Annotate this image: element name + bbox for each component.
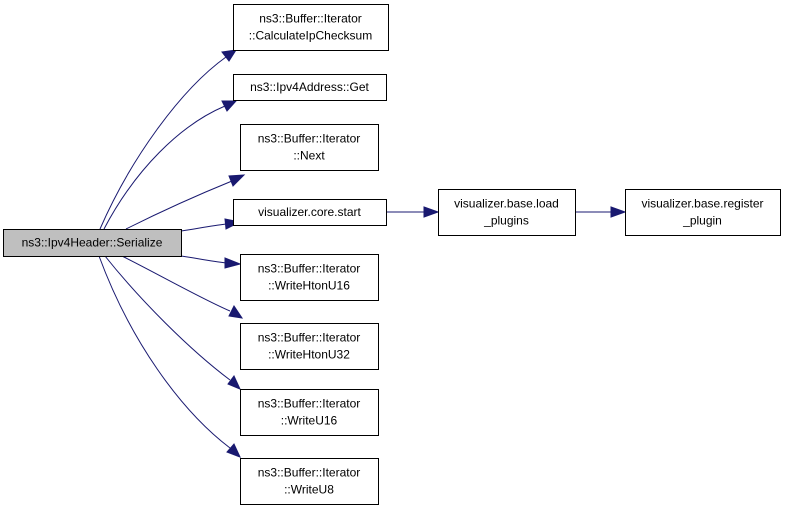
- node-label: _plugins: [483, 214, 529, 228]
- node-box[interactable]: [3, 229, 182, 257]
- node-label: ns3::Buffer::Iterator: [259, 12, 362, 26]
- node-label: visualizer.base.load: [454, 197, 559, 211]
- edge-line: [99, 56, 227, 230]
- node-label: visualizer.core.start: [258, 205, 361, 219]
- arrowhead-icon: [226, 443, 241, 458]
- arrowhead-icon: [610, 206, 627, 218]
- node-label: visualizer.base.register: [641, 197, 763, 211]
- edge-serialize-to-calc-checksum: [99, 49, 238, 230]
- node-label: ns3::Buffer::Iterator: [258, 262, 361, 276]
- node-core-start[interactable]: visualizer.core.start: [233, 199, 387, 226]
- arrowhead-icon: [228, 305, 244, 319]
- node-addr-get[interactable]: ns3::Ipv4Address::Get: [233, 74, 387, 101]
- edge-line: [121, 255, 231, 312]
- edge-serialize-to-addr-get: [103, 100, 238, 230]
- edge-serialize-to-next: [125, 174, 246, 230]
- node-label: ns3::Buffer::Iterator: [258, 331, 361, 345]
- edge-line: [103, 105, 226, 230]
- node-load-plugins[interactable]: visualizer.base.load _plugins: [438, 189, 576, 236]
- node-label: ns3::Ipv4Address::Get: [250, 80, 369, 94]
- edge-serialize-to-write-u16: [104, 255, 241, 390]
- edge-core-start-to-load-plugins: [386, 206, 440, 218]
- node-write-u8[interactable]: ns3::Buffer::Iterator::WriteU8: [240, 458, 379, 505]
- edge-line: [180, 223, 227, 232]
- edge-line: [98, 255, 231, 449]
- edge-serialize-to-write-hton-u32: [121, 255, 244, 319]
- node-calc-checksum[interactable]: ns3::Buffer::Iterator::CalculateIpChecks…: [233, 4, 389, 51]
- node-label: ns3::Buffer::Iterator: [258, 466, 361, 480]
- node-box[interactable]: [240, 254, 379, 301]
- node-write-u16[interactable]: ns3::Buffer::Iterator::WriteU16: [240, 389, 379, 436]
- nodes-layer: ns3::Ipv4Header::Serializens3::Buffer::I…: [3, 4, 781, 505]
- node-label: ::CalculateIpChecksum: [249, 29, 372, 43]
- node-box[interactable]: [233, 74, 387, 101]
- node-label: ::WriteHtonU32: [268, 348, 350, 362]
- node-write-hton-u16[interactable]: ns3::Buffer::Iterator::WriteHtonU16: [240, 254, 379, 301]
- node-box[interactable]: [625, 189, 781, 236]
- node-box[interactable]: [240, 124, 379, 171]
- node-serialize[interactable]: ns3::Ipv4Header::Serialize: [3, 229, 182, 257]
- node-next[interactable]: ns3::Buffer::Iterator::Next: [240, 124, 379, 171]
- edge-line: [104, 255, 231, 381]
- node-box[interactable]: [240, 323, 379, 370]
- edge-serialize-to-write-hton-u16: [180, 255, 242, 269]
- node-box[interactable]: [233, 4, 389, 51]
- node-register-plugin[interactable]: visualizer.base.register _plugin: [625, 189, 781, 236]
- node-label: ::WriteU8: [284, 483, 334, 497]
- node-label: ns3::Buffer::Iterator: [258, 132, 361, 146]
- node-label: ::WriteU16: [281, 414, 338, 428]
- node-box[interactable]: [233, 199, 387, 226]
- node-label: ::Next: [293, 149, 325, 163]
- node-label: _plugin: [682, 214, 722, 228]
- node-label: ns3::Ipv4Header::Serialize: [22, 236, 163, 250]
- node-label: ::WriteHtonU16: [268, 279, 350, 293]
- arrowhead-icon: [224, 257, 242, 269]
- node-box[interactable]: [240, 389, 379, 436]
- arrowhead-icon: [423, 206, 440, 218]
- arrowhead-icon: [221, 49, 238, 62]
- edge-line: [180, 255, 227, 264]
- arrowhead-icon: [227, 375, 241, 390]
- arrowhead-icon: [228, 174, 246, 187]
- edge-serialize-to-core-start: [180, 218, 242, 232]
- edge-serialize-to-write-u8: [98, 255, 241, 458]
- edge-line: [125, 180, 233, 230]
- arrowhead-icon: [221, 100, 238, 112]
- edge-load-plugins-to-register-plugin: [575, 206, 627, 218]
- node-label: ns3::Buffer::Iterator: [258, 397, 361, 411]
- node-write-hton-u32[interactable]: ns3::Buffer::Iterator::WriteHtonU32: [240, 323, 379, 370]
- node-box[interactable]: [240, 458, 379, 505]
- node-box[interactable]: [438, 189, 576, 236]
